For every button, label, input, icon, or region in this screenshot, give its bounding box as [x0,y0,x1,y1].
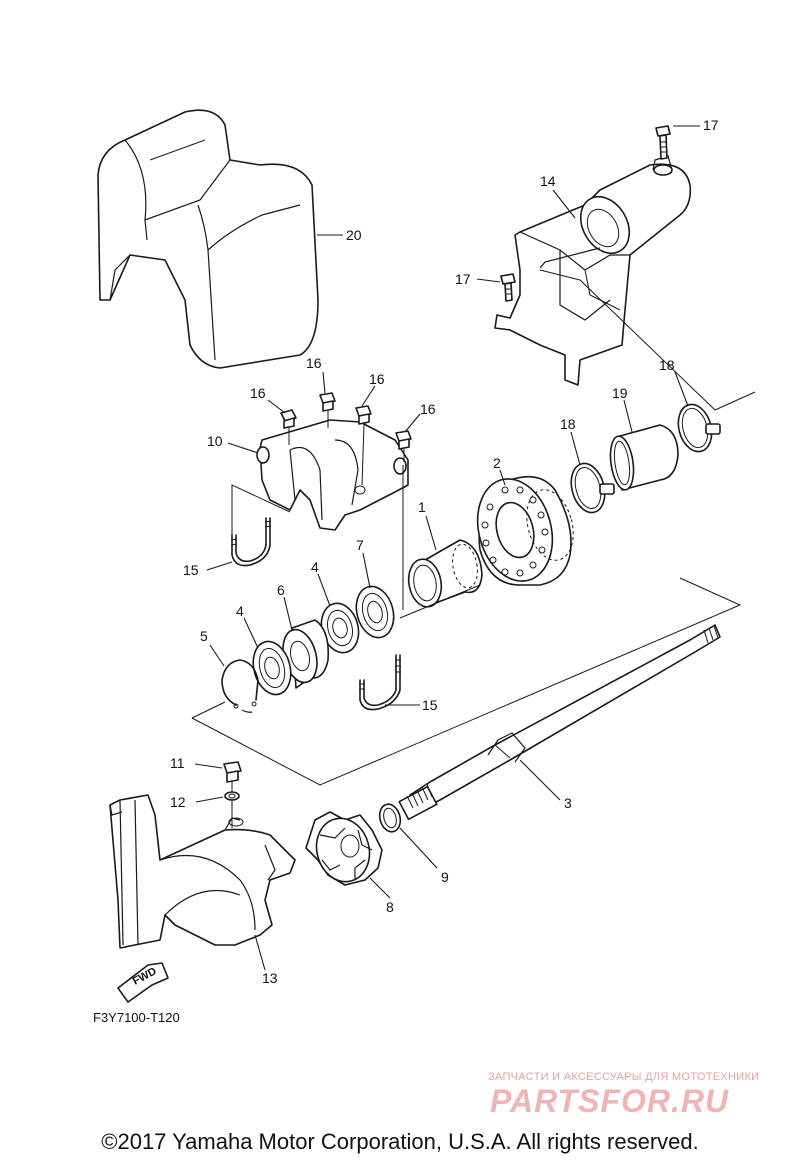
part-16-nut-a [280,409,297,445]
label-17-top: 17 [703,117,719,133]
part-20-cover [97,109,319,369]
part-8-coupler [305,811,383,886]
watermark-tagline: ЗАПЧАСТИ И АКСЕССУАРЫ ДЛЯ МОТОТЕХНИКИ [488,1071,760,1083]
part-14-bracket [494,155,692,386]
damper-holes [481,486,549,577]
part-18-clamp-right [677,403,721,453]
label-20: 20 [346,227,362,243]
part-16-nut-d [395,430,412,462]
fwd-arrow: FWD [117,962,169,1003]
part-16-nut-c [355,405,372,486]
part-2-damper [476,475,574,586]
part-13-lower-bracket [109,794,296,949]
label-13: 13 [262,970,278,986]
label-9: 9 [441,869,449,885]
part-17-bolt-side [500,273,516,302]
part-9-washer [378,803,402,833]
label-15-upper: 15 [183,562,199,578]
label-4-upper: 4 [311,559,319,575]
label-4-lower: 4 [236,603,244,619]
label-16-d: 16 [420,401,436,417]
diagram-code: F3Y7100-T120 [93,1010,180,1025]
part-3-shaft [398,624,721,821]
watermark-brand: PARTSFOR.RU [490,1083,730,1119]
part-11-bolt [223,761,242,828]
label-6: 6 [277,582,285,598]
part-17-bolt-top [655,125,671,160]
part-18-clamp-left [570,462,615,514]
label-14: 14 [540,173,556,189]
label-16-c: 16 [369,371,385,387]
part-5-circlip [221,659,259,713]
label-16-a: 16 [250,385,266,401]
leader-lines [194,125,700,971]
label-15-lower: 15 [422,697,438,713]
part-15-u-bolt-upper [230,517,272,567]
part-19-hose [609,424,679,491]
label-1: 1 [418,499,426,515]
label-18-left: 18 [560,416,576,432]
part-12-washer [224,791,240,801]
part-15-u-bolt-lower [359,654,401,711]
part-number-labels: 20 14 17 17 10 16 16 16 16 15 15 1 2 18 … [170,117,719,986]
part-1-sleeve [407,539,483,608]
part-7-seal [355,585,395,639]
part-16-nut-b [319,392,336,428]
label-2: 2 [493,455,501,471]
part-6-bearing [282,619,330,689]
label-17-side: 17 [455,271,471,287]
label-19: 19 [612,385,628,401]
part-4-seal-lower [252,640,292,696]
label-11: 11 [170,755,185,771]
label-7: 7 [356,537,364,553]
label-18-right: 18 [659,357,675,373]
part-10-support [256,419,409,531]
label-16-b: 16 [306,355,322,371]
copyright-notice: ©2017 Yamaha Motor Corporation, U.S.A. A… [101,1129,699,1154]
label-10: 10 [207,433,223,449]
assembly-lines [191,269,756,786]
label-12: 12 [170,794,186,810]
label-5: 5 [200,628,208,644]
label-3: 3 [564,795,572,811]
label-8: 8 [386,899,394,915]
